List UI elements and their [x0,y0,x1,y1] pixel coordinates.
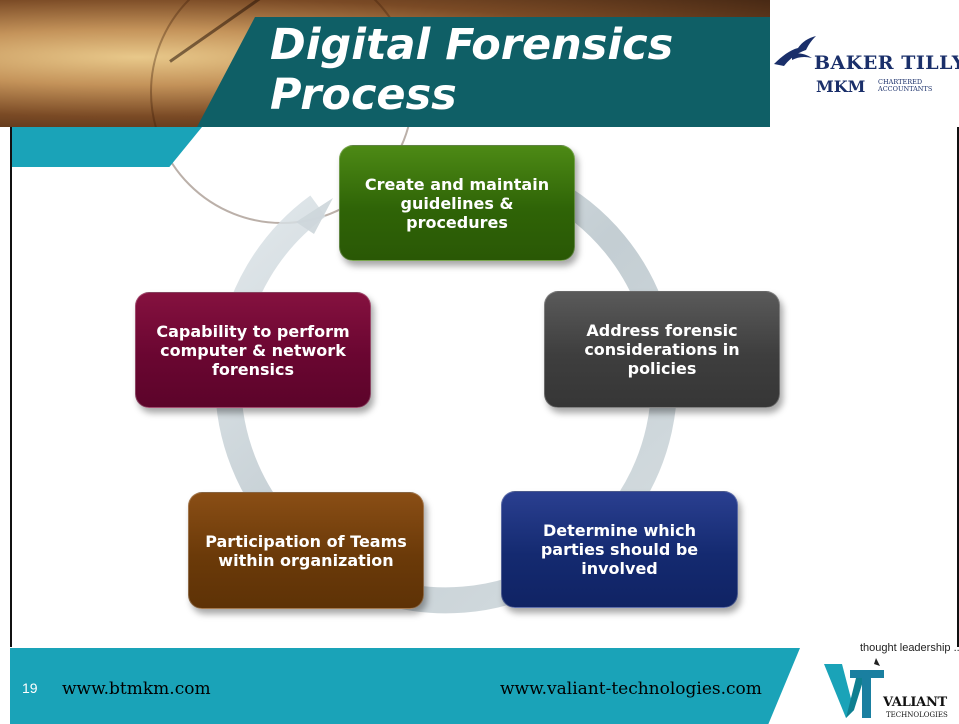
step-1-label: Create and maintain guidelines & procedu… [364,174,550,232]
valiant-sub: TECHNOLOGIES [886,711,948,719]
step-4-label: Participation of Teams within organizati… [205,531,407,570]
btmkm-url[interactable]: www.btmkm.com [62,679,211,699]
accent-wedge [10,127,202,167]
cycle-arrow-head [296,198,333,234]
baker-tilly-name: BAKER TILLY [814,52,959,74]
page-number: 19 [22,680,38,696]
step-5-label: Capability to perform computer & network… [156,321,350,379]
chartered-accountants: CHARTERED ACCOUNTANTS [878,79,932,93]
footer-band [10,648,800,724]
step-participation-teams: Participation of Teams within organizati… [188,492,424,609]
valiant-url[interactable]: www.valiant-technologies.com [500,679,762,699]
step-2-label: Address forensic considerations in polic… [584,321,740,378]
valiant-tagline: thought leadership .. [860,642,959,654]
right-border [957,127,959,647]
mkm-name: MKM [816,77,866,96]
step-address-considerations: Address forensic considerations in polic… [544,291,780,408]
step-3-label: Determine which parties should be involv… [540,521,699,578]
title-line-2: Process [270,70,457,120]
title-band [197,17,770,127]
step-determine-parties: Determine which parties should be involv… [501,491,738,608]
valiant-logo: thought leadership .. VALIANT TECHNOLOGI… [820,640,959,724]
step-create-guidelines: Create and maintain guidelines & procedu… [339,145,575,261]
vt-monogram-icon [824,658,884,718]
baker-tilly-logo: BAKER TILLY MKM CHARTERED ACCOUNTANTS [772,24,959,104]
bird-icon [774,36,816,66]
title-line-1: Digital Forensics [270,20,674,70]
ca-line-1: CHARTERED [878,78,923,86]
step-capability-forensics: Capability to perform computer & network… [135,292,371,408]
valiant-name: VALIANT [883,695,947,710]
left-border [10,127,12,647]
slide-title: Digital Forensics Process [270,20,750,120]
ca-line-2: ACCOUNTANTS [878,85,933,93]
